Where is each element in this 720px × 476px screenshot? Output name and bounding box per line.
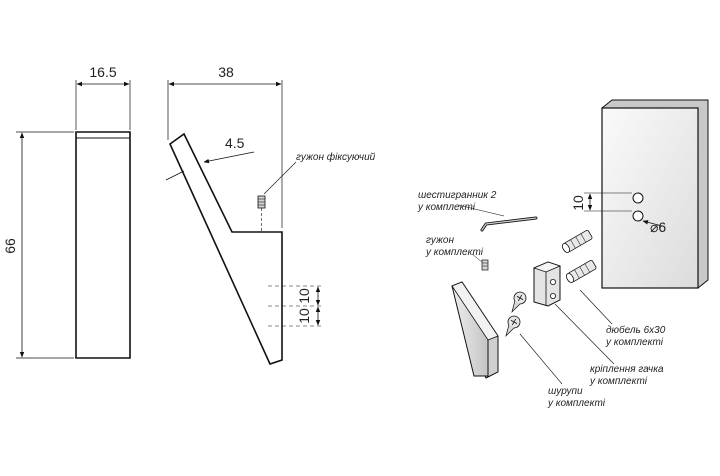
wall-hole-spacing-label: 10: [570, 195, 586, 211]
hook-bracket: кріплення гачка у комплекті: [532, 261, 664, 387]
dowels: дюбель 6x30 у комплекті: [561, 230, 666, 348]
hex-key: шестигранник 2 у комплекті: [417, 190, 538, 232]
height-dimension-label: 66: [2, 238, 18, 254]
set-screw-callout: гужон фіксуючий: [296, 151, 376, 163]
wall-hole-top: [632, 192, 644, 204]
grub-callout-sub: у комплекті: [425, 247, 484, 258]
wall-block: 10 ⌀6: [570, 99, 709, 289]
dowel-callout-title: дюбель 6x30: [606, 324, 666, 336]
screws-callout-sub: у комплекті: [547, 398, 606, 409]
front-view: 16.5 66: [2, 64, 131, 359]
bracket-callout-title: кріплення гачка: [590, 364, 664, 375]
thickness-dimension-label: 4.5: [225, 135, 245, 151]
hole-diameter-label: ⌀6: [650, 219, 666, 235]
dowel-callout-sub: у комплекті: [605, 337, 664, 348]
hole-spacing-label-top: 10: [296, 288, 312, 304]
hex-key-callout-title: шестигранник 2: [418, 190, 497, 201]
grub-callout-title: гужон: [426, 235, 454, 246]
grub-screw: гужон у комплекті: [425, 235, 489, 271]
screws: шурупи у комплекті: [505, 291, 606, 409]
hole-spacing-label-bottom: 10: [296, 308, 312, 324]
hex-key-callout-sub: у комплекті: [417, 202, 476, 213]
side-view: 38 4.5 гужон фіксуючий 10 10: [165, 64, 376, 365]
bracket-callout-sub: у комплекті: [589, 376, 648, 387]
screws-callout-title: шурупи: [548, 386, 583, 397]
hook-3d: [451, 281, 499, 379]
width-dimension-label: 16.5: [89, 64, 116, 80]
depth-dimension-label: 38: [218, 64, 234, 80]
wall-hole-bottom: [632, 210, 644, 222]
